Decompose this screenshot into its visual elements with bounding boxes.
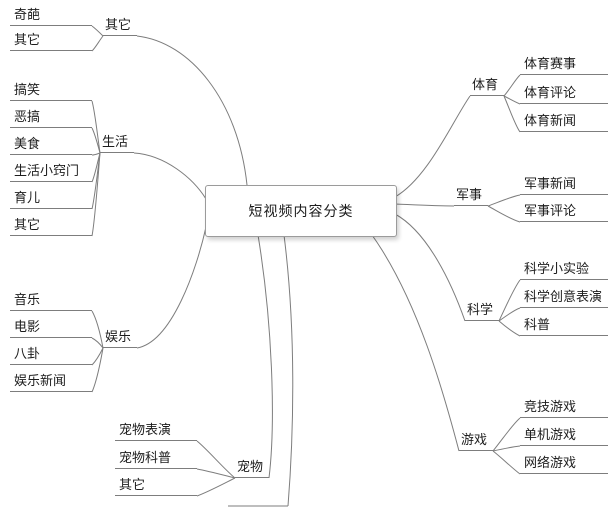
- connector: [492, 450, 521, 475]
- branch-label-other[interactable]: 其它: [103, 14, 137, 36]
- leaf-node[interactable]: 网络游戏: [520, 452, 608, 474]
- leaf-node[interactable]: 军事新闻: [520, 173, 608, 195]
- leaf-node[interactable]: 电影: [10, 316, 92, 338]
- leaf-node[interactable]: 八卦: [10, 343, 92, 365]
- connector: [196, 477, 236, 497]
- leaf-node[interactable]: 体育新闻: [520, 110, 608, 132]
- leaf-node[interactable]: 军事评论: [520, 200, 608, 222]
- connector: [487, 194, 521, 207]
- connector: [91, 35, 104, 52]
- branch-label-sports[interactable]: 体育: [470, 74, 504, 96]
- connector: [91, 127, 101, 154]
- connector: [196, 468, 236, 479]
- leaf-node[interactable]: 体育赛事: [520, 53, 608, 75]
- connector: [133, 152, 207, 200]
- branch-label-pets[interactable]: 宠物: [235, 456, 269, 478]
- branch-label-entertainment[interactable]: 娱乐: [103, 326, 137, 348]
- connector: [91, 25, 104, 37]
- leaf-node[interactable]: 搞笑: [10, 79, 92, 101]
- connector: [257, 234, 273, 479]
- leaf-node[interactable]: 宠物科普: [115, 447, 197, 469]
- connector: [91, 152, 101, 156]
- connector: [91, 100, 101, 154]
- connector: [91, 310, 104, 349]
- branch-label-science[interactable]: 科学: [465, 299, 499, 321]
- leaf-node[interactable]: 其它: [115, 474, 197, 496]
- connector: [371, 234, 460, 452]
- leaf-node[interactable]: 科学小实验: [520, 258, 608, 280]
- leaf-node[interactable]: 科普: [520, 314, 608, 336]
- connector: [503, 74, 521, 97]
- connector: [492, 445, 521, 452]
- branch-label-life[interactable]: 生活: [100, 131, 134, 153]
- leaf-node[interactable]: 奇葩: [10, 4, 92, 26]
- connector: [498, 307, 521, 322]
- connector: [136, 35, 248, 186]
- leaf-node[interactable]: 娱乐新闻: [10, 370, 92, 392]
- leaf-node[interactable]: 恶搞: [10, 106, 92, 128]
- connector: [91, 347, 104, 393]
- leaf-node[interactable]: 育儿: [10, 187, 92, 209]
- connector: [91, 152, 101, 237]
- connector: [196, 440, 236, 479]
- branch-label-games[interactable]: 游戏: [459, 429, 493, 451]
- leaf-node[interactable]: 其它: [10, 29, 92, 51]
- branch-label-military[interactable]: 军事: [454, 184, 488, 206]
- leaf-node[interactable]: 音乐: [10, 289, 92, 311]
- connector: [498, 320, 521, 337]
- leaf-node[interactable]: 科学创意表演: [520, 286, 608, 308]
- connector: [91, 347, 104, 366]
- leaf-node[interactable]: 竞技游戏: [520, 396, 608, 418]
- connector: [283, 234, 294, 507]
- connector: [498, 279, 521, 322]
- connector: [91, 337, 104, 349]
- connector: [503, 95, 521, 133]
- connector: [394, 213, 466, 322]
- connector: [394, 95, 471, 198]
- connector: [487, 205, 521, 223]
- leaf-node[interactable]: 美食: [10, 133, 92, 155]
- connector: [503, 95, 521, 105]
- leaf-node[interactable]: 其它: [10, 214, 92, 236]
- connector: [136, 226, 207, 349]
- connector: [394, 203, 455, 207]
- leaf-node[interactable]: 生活小窍门: [10, 160, 92, 182]
- leaf-node[interactable]: 体育评论: [520, 82, 608, 104]
- central-topic[interactable]: 短视频内容分类: [205, 185, 397, 237]
- leaf-node[interactable]: 宠物表演: [115, 419, 197, 441]
- leaf-node[interactable]: 单机游戏: [520, 424, 608, 446]
- connector: [492, 417, 521, 452]
